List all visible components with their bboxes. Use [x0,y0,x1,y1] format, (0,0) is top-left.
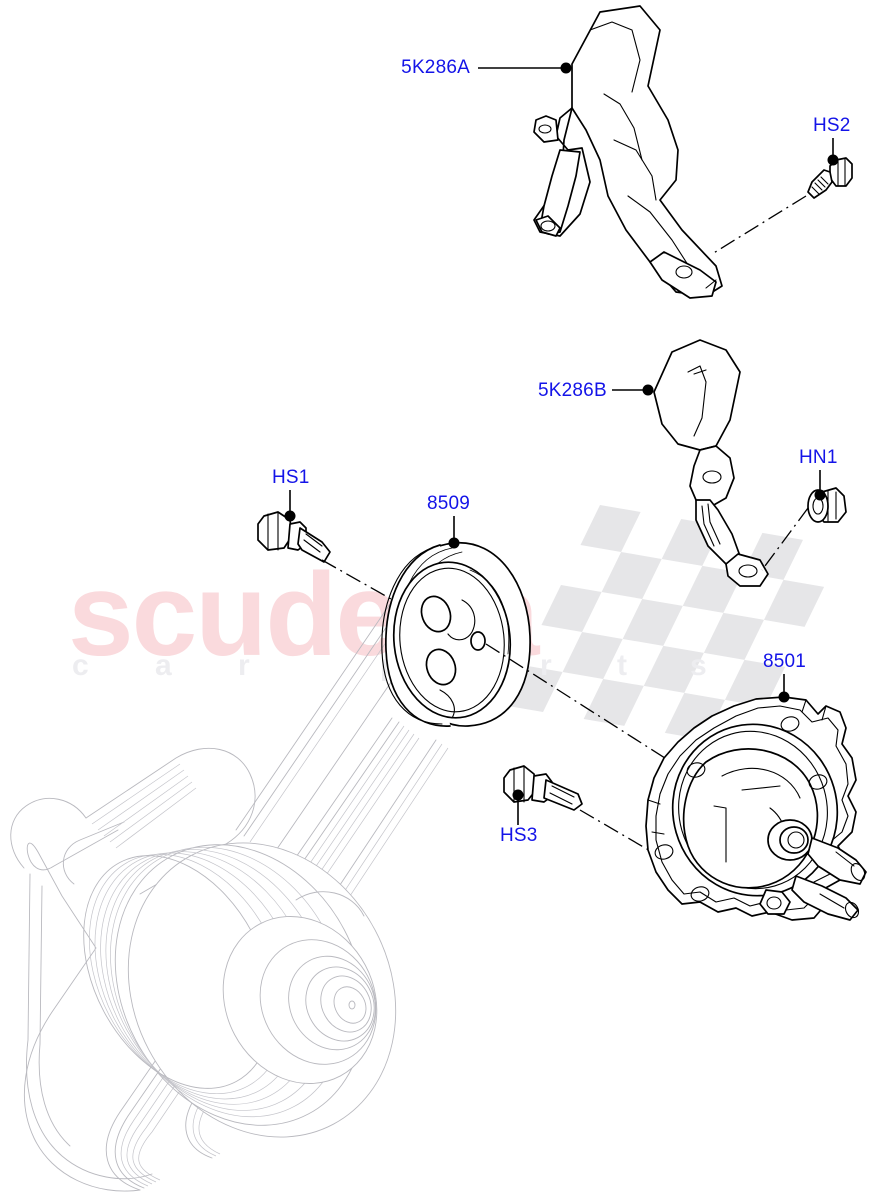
part-5K286B-bracket [653,339,769,587]
watermark-subtitle-r2: r [540,649,578,682]
part-5K286A-bracket [533,5,723,299]
leader-dot-HS2 [827,154,839,166]
part-HS1-bolt [257,511,331,563]
assembly-line-8509-to-pump [485,643,713,789]
callout-HN1[interactable]: HN1 [799,447,838,501]
watermark-subtitle-s: s [690,649,733,682]
callout-label-HS3: HS3 [500,825,538,846]
callout-label-HS1: HS1 [272,467,310,488]
assembly-line-HN1 [761,507,809,571]
callout-5K286A[interactable]: 5K286A [401,57,572,78]
leader-dot-HN1 [814,489,826,501]
watermark-subtitle-c: c [72,649,115,682]
leader-dot-5K286B [642,384,654,396]
callout-label-5K286A: 5K286A [401,57,470,78]
watermark-subtitle-r: r [238,649,276,682]
watermark-subtitle-t: t [617,649,653,682]
watermark-subtitle-a: a [155,649,198,682]
part-HS3-bolt [503,765,583,811]
callout-HS2[interactable]: HS2 [813,115,851,166]
part-HN1-nut [807,487,847,523]
part-8501-water-pump [645,696,867,921]
part-HS2-bolt [807,157,853,199]
leader-dot-8501 [778,691,790,703]
callout-label-8509: 8509 [427,493,470,514]
callout-label-HS2: HS2 [813,115,851,136]
callout-HS3[interactable]: HS3 [500,789,538,847]
checkered-flag-icon [502,504,825,740]
part-8509-pulley [381,542,531,727]
callout-8501[interactable]: 8501 [763,651,806,703]
leader-dot-HS1 [284,510,296,522]
callout-label-5K286B: 5K286B [538,380,607,401]
leader-dot-5K286A [560,62,572,74]
callout-8509[interactable]: 8509 [427,493,470,549]
leader-dot-HS3 [512,789,524,801]
assembly-line-HS2 [711,195,807,255]
crankshaft-pulley [83,842,397,1138]
callout-label-8501: 8501 [763,651,806,672]
callout-5K286B[interactable]: 5K286B [538,380,654,401]
callout-label-HN1: HN1 [799,447,838,468]
callouts-layer: 5K286A HS2 5K286B HN1 [272,57,851,847]
callout-HS1[interactable]: HS1 [272,467,310,522]
leader-dot-8509 [448,537,460,549]
watermark-layer: scuderia c a r p a r t s [68,504,825,740]
